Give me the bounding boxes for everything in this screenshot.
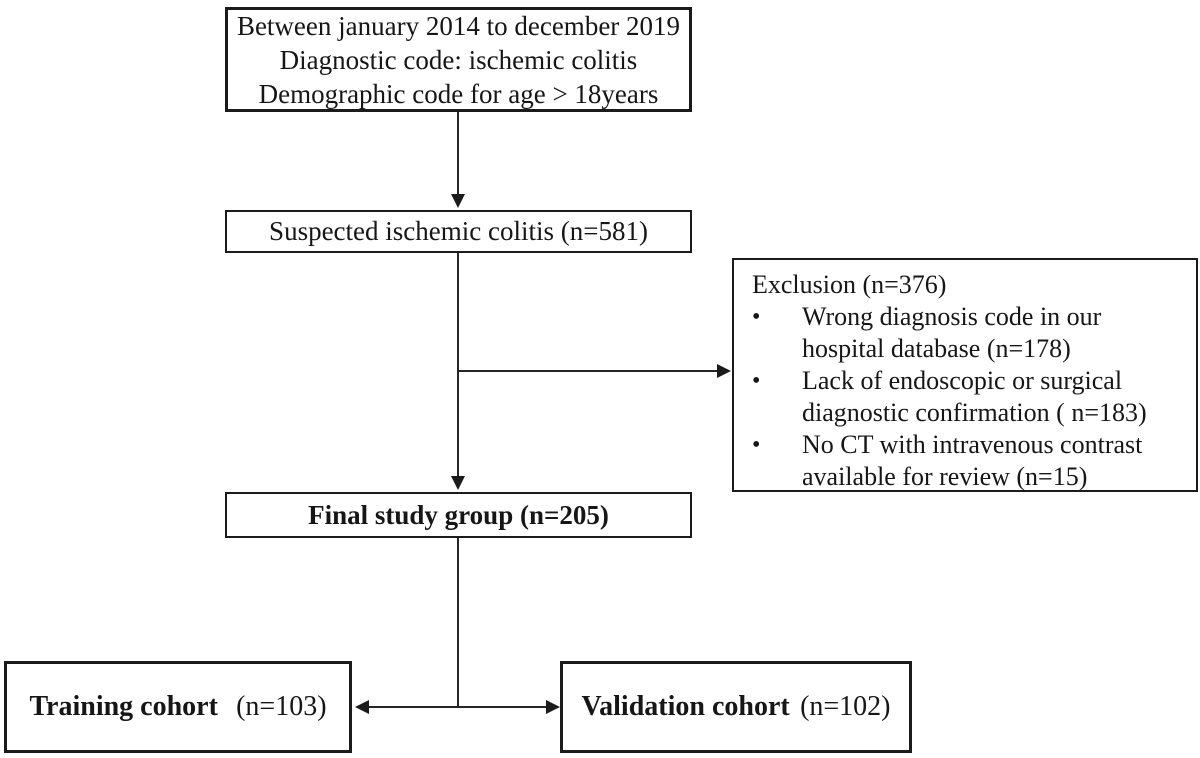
validation-label-count: (n=102) <box>800 691 891 722</box>
arrow-branch-to-exclusion <box>458 364 731 378</box>
arrowhead-right-icon <box>717 364 731 378</box>
suspected-label: Suspected ischemic colitis (n=581) <box>269 216 648 246</box>
training-label-name: Training cohort <box>29 691 218 722</box>
exclusion-title: Exclusion (n=376) <box>752 270 947 299</box>
exclusion-item: • No CT with intravenous contrast availa… <box>752 429 1188 493</box>
box-validation-cohort: Validation cohort (n=102) <box>560 661 912 753</box>
criteria-line: Between january 2014 to december 2019 <box>236 10 681 41</box>
bullet-icon: • <box>752 432 761 458</box>
box-final-study-group: Final study group (n=205) <box>225 492 692 538</box>
box-suspected-cases: Suspected ischemic colitis (n=581) <box>225 210 692 253</box>
arrow-split-to-training <box>355 700 458 714</box>
validation-label: Validation cohort (n=102) <box>581 691 890 723</box>
final-label: Final study group (n=205) <box>308 499 609 530</box>
bullet-icon: • <box>752 368 761 394</box>
arrowhead-left-icon <box>355 700 369 714</box>
exclusion-item: • Lack of endoscopic or surgical diagnos… <box>752 365 1188 429</box>
validation-label-name: Validation cohort <box>581 691 790 722</box>
arrow-split-to-validation <box>458 700 560 714</box>
arrow-suspected-to-final <box>451 253 465 490</box>
exclusion-item-text: Wrong diagnosis code in our hospital dat… <box>802 302 1102 363</box>
arrow-criteria-to-suspected <box>451 112 465 208</box>
training-label-count: (n=103) <box>236 691 327 722</box>
criteria-line: Diagnostic code: ischemic colitis <box>279 44 638 75</box>
exclusion-item: • Wrong diagnosis code in our hospital d… <box>752 301 1188 365</box>
box-inclusion-criteria: Between january 2014 to december 2019 Di… <box>225 7 692 112</box>
bullet-icon: • <box>752 304 761 330</box>
criteria-line: Demographic code for age > 18years <box>258 78 659 109</box>
arrowhead-right-icon <box>546 700 560 714</box>
box-exclusion: Exclusion (n=376) • Wrong diagnosis code… <box>732 258 1198 492</box>
arrowhead-down-icon <box>451 194 465 208</box>
exclusion-item-text: Lack of endoscopic or surgical diagnosti… <box>802 366 1147 427</box>
arrowhead-down-icon <box>451 476 465 490</box>
exclusion-item-text: No CT with intravenous contrast availabl… <box>802 430 1143 491</box>
box-training-cohort: Training cohort (n=103) <box>4 661 352 753</box>
training-label: Training cohort (n=103) <box>29 691 326 723</box>
